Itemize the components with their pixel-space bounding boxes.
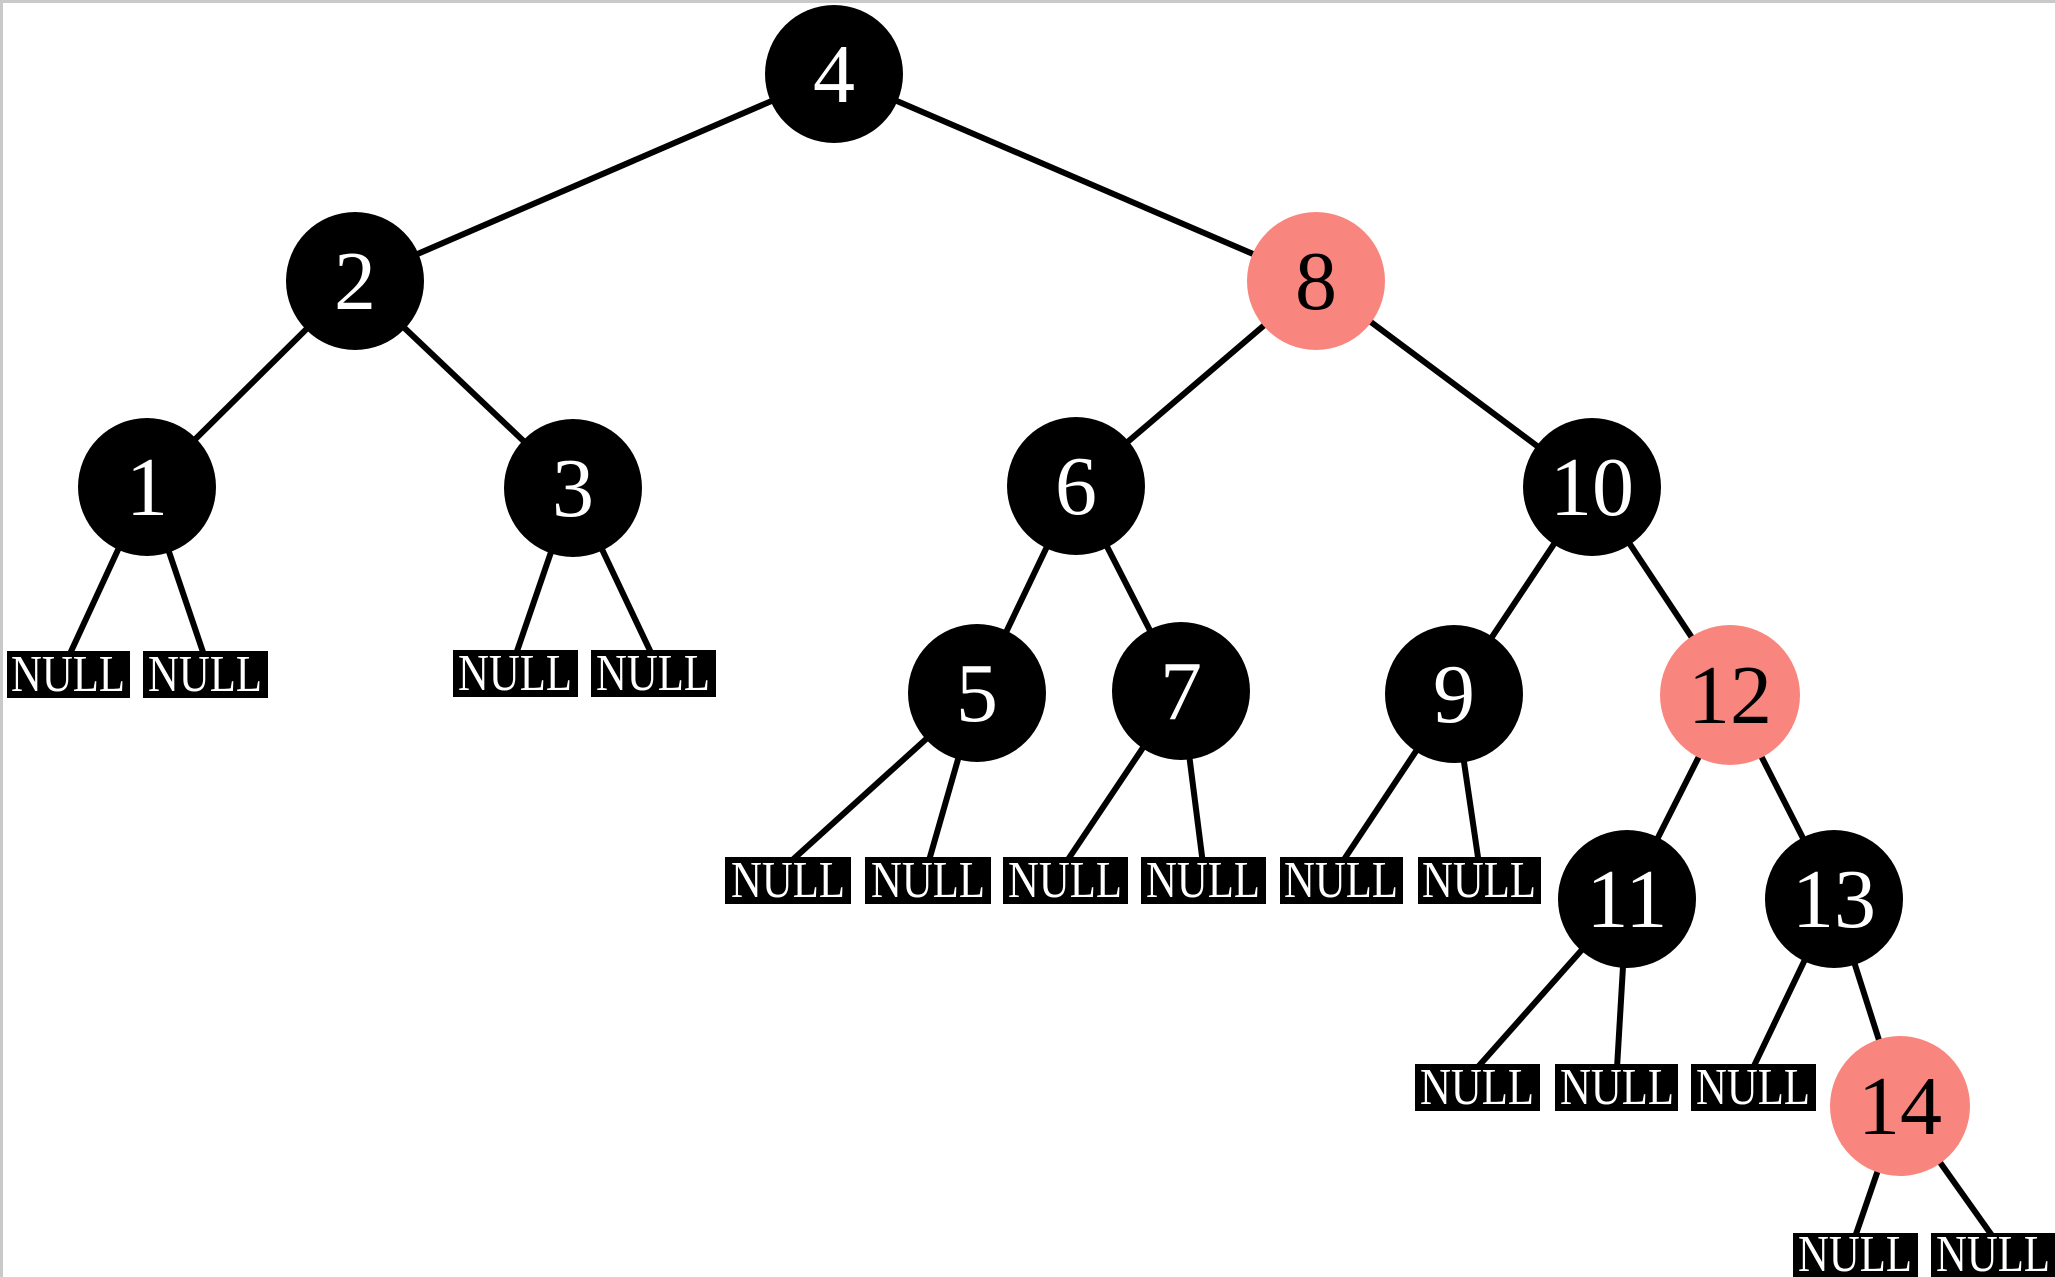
null-leaf-box — [1003, 857, 1128, 904]
red-black-tree-diagram: NULL NULL NULL NULL NULL NULL — [7, 5, 2055, 1277]
tree-node-3: 3 — [504, 419, 642, 557]
tree-node-circle — [1558, 830, 1696, 968]
null-leaf-label: NULL — [1560, 1059, 1674, 1116]
tree-node-value: 5 — [956, 647, 998, 740]
null-leaf-label: NULL — [1008, 852, 1122, 909]
tree-node-circle — [1385, 625, 1523, 763]
null-leaf-label: NULL — [1420, 1059, 1534, 1116]
tree-node-14: 14 — [1830, 1036, 1970, 1176]
tree-nodes: 4 2 8 1 3 6 10 — [78, 5, 1970, 1176]
null-leaf-box — [453, 650, 578, 697]
null-leaf-box — [865, 857, 991, 904]
tree-node-circle — [78, 418, 216, 556]
null-leaf-box — [1931, 1233, 2055, 1277]
null-leaf-box — [1280, 857, 1403, 904]
null-leaf: NULL — [1555, 1059, 1678, 1116]
tree-node-7: 7 — [1112, 622, 1250, 760]
tree-edge — [353, 71, 836, 284]
null-leaf-box — [591, 650, 716, 697]
null-leaf-label: NULL — [1936, 1226, 2050, 1277]
null-leaf: NULL — [7, 646, 130, 703]
null-leaf-label: NULL — [458, 645, 572, 702]
tree-node-circle — [1660, 625, 1800, 765]
tree-node-12: 12 — [1660, 625, 1800, 765]
tree-node-value: 9 — [1433, 648, 1475, 741]
null-leaf-box — [7, 651, 130, 698]
null-leaf: NULL — [591, 645, 716, 702]
null-leaf-label: NULL — [1284, 852, 1398, 909]
null-leaf-box — [143, 651, 268, 698]
null-leaf-label: NULL — [1798, 1226, 1912, 1277]
tree-node-circle — [286, 212, 424, 350]
null-leaf-label: NULL — [1146, 852, 1260, 909]
tree-node-5: 5 — [908, 624, 1046, 762]
null-leaf-box — [725, 857, 851, 904]
null-leaf: NULL — [1931, 1226, 2055, 1277]
tree-node-value: 13 — [1792, 853, 1876, 946]
null-leaf-label: NULL — [1696, 1059, 1810, 1116]
tree-node-circle — [1523, 418, 1661, 556]
tree-node-4: 4 — [765, 5, 903, 143]
null-leaf-label: NULL — [731, 852, 845, 909]
null-leaf: NULL — [143, 646, 268, 703]
tree-node-value: 4 — [813, 28, 855, 121]
null-leaves: NULL NULL NULL NULL NULL NULL — [7, 645, 2055, 1277]
tree-node-value: 7 — [1160, 645, 1202, 738]
null-leaf: NULL — [1691, 1059, 1816, 1116]
null-leaf-label: NULL — [11, 646, 125, 703]
tree-node-circle — [765, 5, 903, 143]
tree-node-6: 6 — [1007, 417, 1145, 555]
tree-node-circle — [504, 419, 642, 557]
null-leaf: NULL — [1003, 852, 1128, 909]
tree-node-circle — [908, 624, 1046, 762]
tree-node-value: 8 — [1295, 235, 1337, 328]
null-leaf: NULL — [725, 852, 851, 909]
null-leaf: NULL — [453, 645, 578, 702]
null-leaf-box — [1555, 1064, 1678, 1111]
null-leaf-box — [1793, 1233, 1918, 1277]
null-leaf-box — [1415, 1064, 1540, 1111]
null-leaf: NULL — [1793, 1226, 1918, 1277]
tree-node-8: 8 — [1247, 212, 1385, 350]
tree-node-circle — [1247, 212, 1385, 350]
null-leaf: NULL — [1415, 1059, 1540, 1116]
null-leaf-label: NULL — [1422, 852, 1536, 909]
tree-node-2: 2 — [286, 212, 424, 350]
null-leaf-label: NULL — [148, 646, 262, 703]
null-leaf: NULL — [1418, 852, 1541, 909]
null-leaf-label: NULL — [871, 852, 985, 909]
tree-node-circle — [1112, 622, 1250, 760]
null-leaf-box — [1418, 857, 1541, 904]
tree-node-value: 6 — [1055, 440, 1097, 533]
null-leaf-label: NULL — [596, 645, 710, 702]
null-leaf-box — [1691, 1064, 1816, 1111]
tree-node-value: 12 — [1688, 649, 1772, 742]
tree-node-13: 13 — [1765, 830, 1903, 968]
tree-node-value: 2 — [334, 235, 376, 328]
null-leaf: NULL — [1280, 852, 1403, 909]
tree-node-circle — [1007, 417, 1145, 555]
tree-node-value: 1 — [126, 441, 168, 534]
tree-node-10: 10 — [1523, 418, 1661, 556]
tree-node-11: 11 — [1558, 830, 1696, 968]
tree-node-value: 14 — [1858, 1060, 1942, 1153]
tree-node-9: 9 — [1385, 625, 1523, 763]
tree-node-circle — [1830, 1036, 1970, 1176]
tree-node-value: 3 — [552, 442, 594, 535]
null-leaf-box — [1141, 857, 1266, 904]
tree-node-value: 10 — [1550, 441, 1634, 534]
tree-node-value: 11 — [1587, 853, 1668, 946]
tree-edge — [832, 71, 1318, 284]
null-leaf: NULL — [865, 852, 991, 909]
tree-node-circle — [1765, 830, 1903, 968]
tree-node-1: 1 — [78, 418, 216, 556]
null-leaf: NULL — [1141, 852, 1266, 909]
